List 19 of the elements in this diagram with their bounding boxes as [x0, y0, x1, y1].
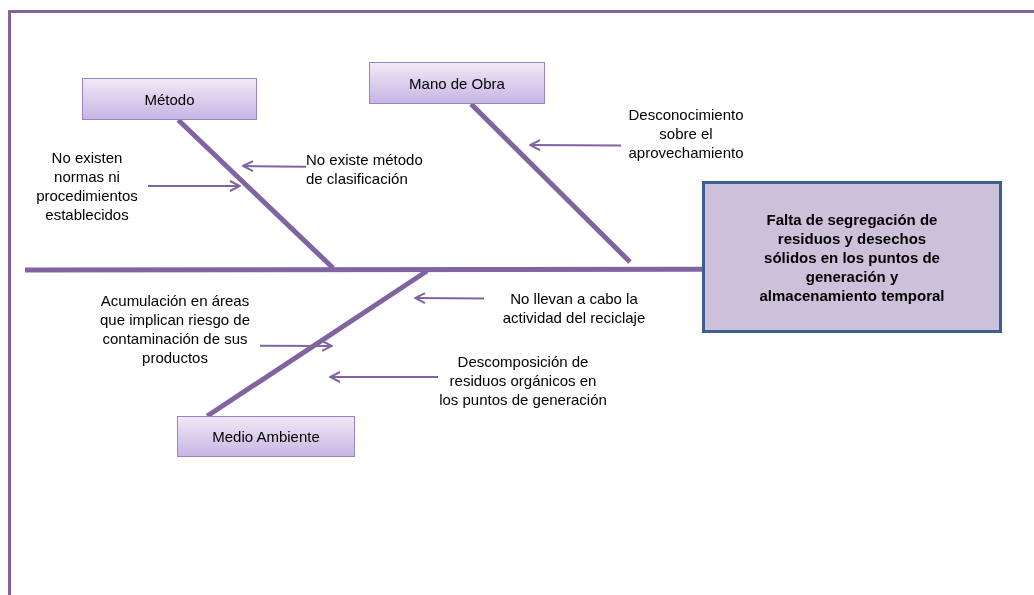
- arrow: [147, 180, 241, 192]
- arrow: [259, 339, 333, 352]
- bone-line: [25, 266, 702, 273]
- bone-line: [176, 118, 335, 270]
- category-box: Mano de Obra: [369, 62, 545, 104]
- arrow: [529, 139, 622, 152]
- effect-box: Falta de segregación de residuos y desechos sólidos en los puntos de generación y almacenamiento temporal: [702, 181, 1002, 333]
- category-box: Medio Ambiente: [177, 416, 355, 457]
- cause-text: Descomposición de residuos orgánicos en los puntos de generación: [438, 352, 608, 409]
- bone-line: [469, 102, 632, 264]
- cause-text: No existen normas ni procedimientos establecidos: [26, 148, 148, 224]
- arrow: [329, 371, 439, 383]
- category-box: Método: [82, 78, 257, 120]
- cause-text: Desconocimiento sobre el aprovechamiento: [621, 105, 751, 162]
- cause-text: Acumulación en áreas que implican riesgo de contaminación de sus productos: [90, 291, 260, 367]
- arrow: [414, 292, 485, 305]
- cause-text: No existe método de clasificación: [306, 150, 434, 188]
- cause-text: No llevan a cabo la actividad del reciclaje: [484, 289, 664, 327]
- arrow: [242, 160, 307, 173]
